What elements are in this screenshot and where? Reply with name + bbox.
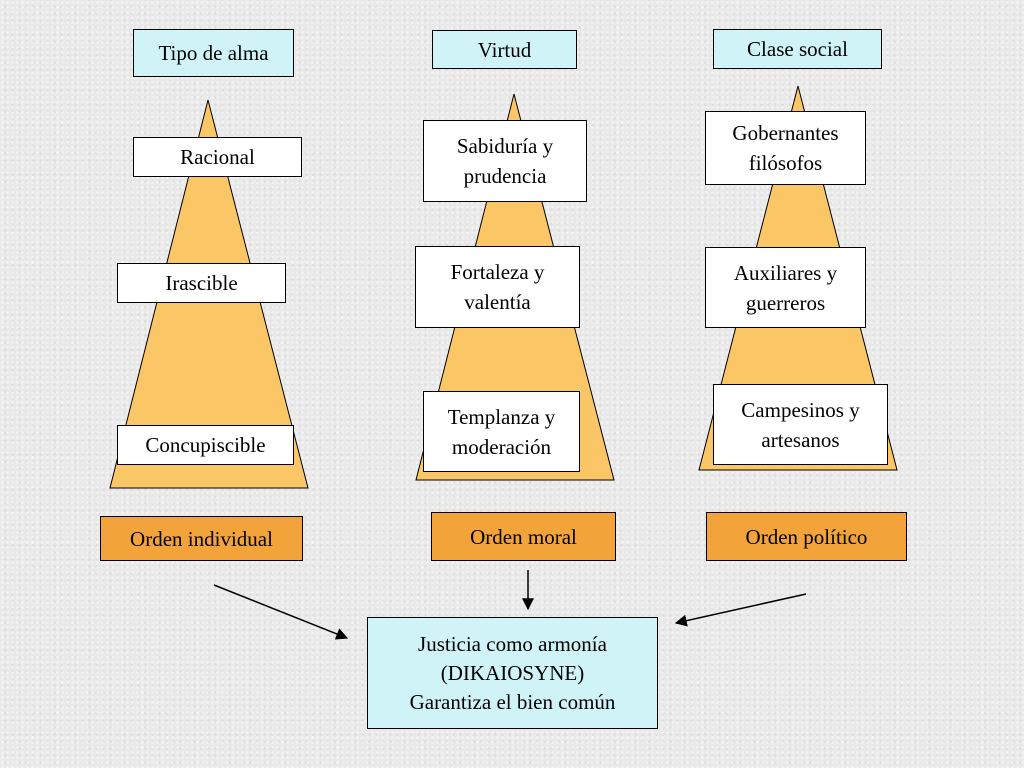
arrow-political <box>674 593 807 627</box>
class-level-auxiliaries: Auxiliares y guerreros <box>705 247 866 328</box>
class-level-producers: Campesinos y artesanos <box>713 384 888 465</box>
order-individual: Orden individual <box>100 516 303 561</box>
soul-level-concupiscible: Concupiscible <box>117 425 294 465</box>
arrow-individual <box>213 584 349 640</box>
soul-level-irascible: Irascible <box>117 263 286 303</box>
header-soul-type: Tipo de alma <box>133 29 294 77</box>
header-virtue: Virtud <box>432 30 577 69</box>
virtue-level-wisdom: Sabiduría y prudencia <box>423 120 587 202</box>
order-moral: Orden moral <box>431 512 616 561</box>
class-level-rulers: Gobernantes filósofos <box>705 111 866 185</box>
virtue-level-temperance: Templanza y moderación <box>423 391 580 472</box>
order-political: Orden político <box>706 512 907 561</box>
result-justice: Justicia como armonía (DIKAIOSYNE) Garan… <box>367 617 658 729</box>
header-social-class: Clase social <box>713 29 882 69</box>
virtue-level-courage: Fortaleza y valentía <box>415 246 580 328</box>
soul-level-rational: Racional <box>133 137 302 177</box>
